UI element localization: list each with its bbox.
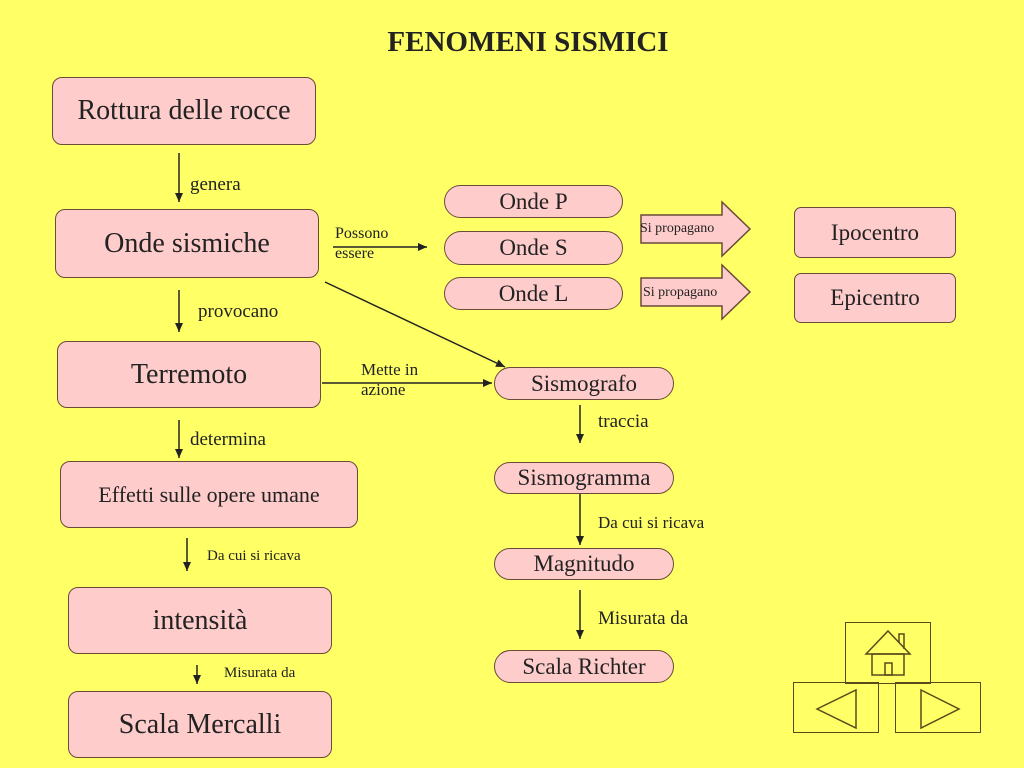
node-terremoto: Terremoto (57, 341, 321, 408)
label-provocano: provocano (198, 301, 279, 322)
label-si-propagano-1: Si propagano (640, 221, 715, 236)
node-sismogramma: Sismogramma (494, 462, 674, 494)
node-epicentro: Epicentro (794, 273, 956, 323)
block-arrow-1 (640, 200, 752, 258)
label-mette-in-azione: Mette in azione (361, 360, 418, 400)
label-mette-in: Mette in (361, 360, 419, 379)
node-intensita: intensità (68, 587, 332, 654)
node-magnitudo: Magnitudo (494, 548, 674, 580)
triangle-right-icon (920, 688, 961, 730)
label-azione: azione (361, 380, 406, 399)
node-scala-richter: Scala Richter (494, 650, 674, 683)
previous-button[interactable] (793, 682, 879, 733)
node-effetti: Effetti sulle opere umane (60, 461, 358, 528)
node-onde-l: Onde L (444, 277, 623, 310)
label-possono-essere: Possono essere (335, 224, 388, 264)
label-traccia: traccia (598, 411, 649, 432)
home-icon (864, 629, 912, 676)
arrow-to-sismografo (324, 281, 506, 368)
node-onde-s: Onde S (444, 231, 623, 265)
node-sismografo: Sismografo (494, 367, 674, 400)
node-scala-mercalli: Scala Mercalli (68, 691, 332, 758)
node-rottura: Rottura delle rocce (52, 77, 316, 145)
page-title: FENOMENI SISMICI (387, 26, 669, 58)
label-misurata-da-right: Misurata da (598, 608, 689, 629)
label-da-cui-si-ricava-left: Da cui si ricava (207, 548, 301, 564)
block-arrow-2 (640, 263, 752, 321)
label-misurata-da-left: Misurata da (224, 665, 296, 681)
triangle-left-icon (815, 688, 857, 730)
label-determina: determina (190, 429, 266, 450)
label-possono: Possono (335, 225, 389, 242)
next-button[interactable] (895, 682, 981, 733)
node-ipocentro: Ipocentro (794, 207, 956, 258)
node-onde-sismiche: Onde sismiche (55, 209, 319, 278)
label-genera: genera (190, 174, 241, 195)
label-essere: essere (335, 245, 375, 262)
home-button[interactable] (845, 622, 931, 684)
label-si-propagano-2: Si propagano (643, 285, 718, 300)
label-da-cui-si-ricava-right: Da cui si ricava (598, 513, 705, 532)
node-onde-p: Onde P (444, 185, 623, 218)
